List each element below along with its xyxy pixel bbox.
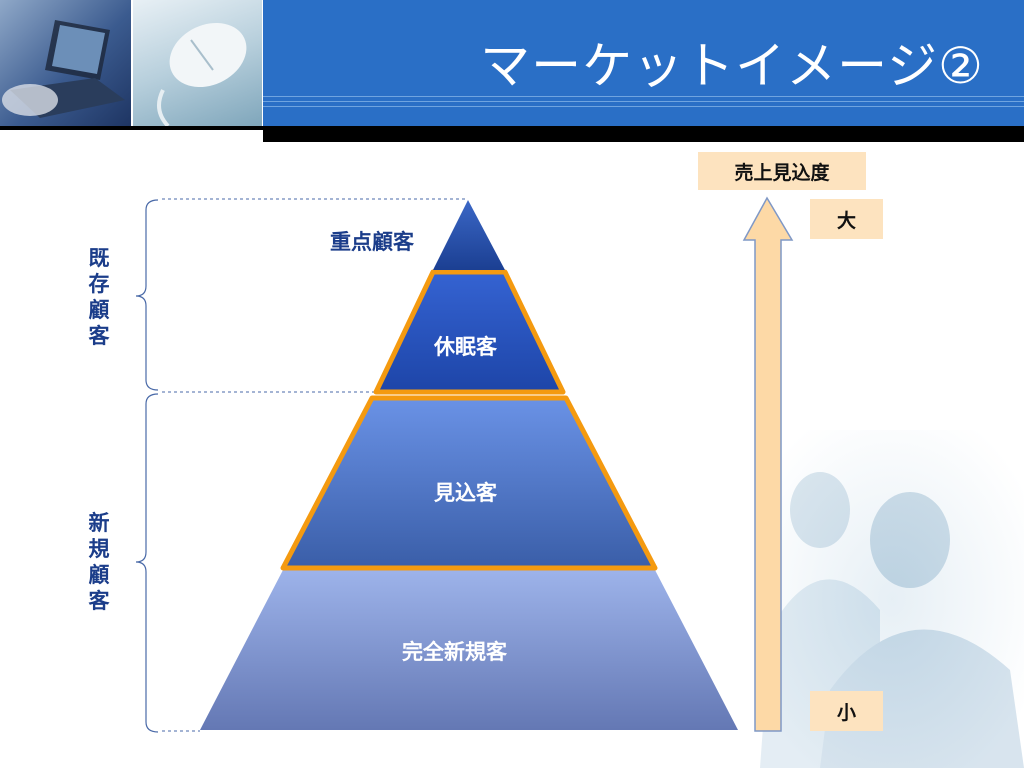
pyramid-tier-top bbox=[433, 200, 505, 270]
tier-label-dormant: 休眠客 bbox=[434, 335, 497, 359]
scale-title: 売上見込度 bbox=[698, 152, 866, 190]
tier-label-prospect: 見込客 bbox=[434, 481, 497, 505]
mouse-photo bbox=[133, 0, 262, 126]
tier-label-new: 完全新規客 bbox=[402, 640, 507, 664]
header: マーケットイメージ② bbox=[0, 0, 1024, 142]
existing-customers-label: 既存顧客 bbox=[88, 246, 110, 348]
new-customers-label: 新規顧客 bbox=[88, 511, 110, 613]
page-title: マーケットイメージ② bbox=[480, 37, 984, 95]
tier-label-priority: 重点顧客 bbox=[330, 230, 414, 254]
laptop-photo bbox=[0, 0, 131, 126]
title-bar bbox=[263, 126, 1024, 142]
pyramid-tier-third bbox=[280, 395, 658, 571]
title-dots bbox=[263, 96, 1024, 110]
pyramid-tier-second bbox=[373, 269, 566, 395]
scale-high-label: 大 bbox=[810, 199, 883, 239]
pyramid-tier-bottom bbox=[200, 570, 738, 730]
scale-low-label: 小 bbox=[810, 691, 883, 731]
